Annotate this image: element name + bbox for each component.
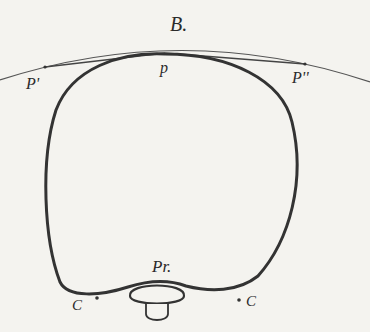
- point-label: B.: [170, 14, 187, 34]
- point-label: P': [26, 76, 39, 92]
- point-dot: [237, 298, 241, 302]
- point-dot: [303, 62, 306, 65]
- point-dot: [43, 65, 46, 68]
- point-dot: [95, 296, 99, 300]
- point-label: P'': [292, 70, 309, 86]
- point-label: p: [160, 60, 168, 76]
- process-shape: [130, 286, 184, 304]
- part-label: Pr.: [152, 258, 171, 275]
- point-label: C: [72, 298, 82, 313]
- point-label: C: [246, 294, 256, 309]
- organ-outline: [46, 54, 297, 294]
- process-stem: [146, 304, 168, 320]
